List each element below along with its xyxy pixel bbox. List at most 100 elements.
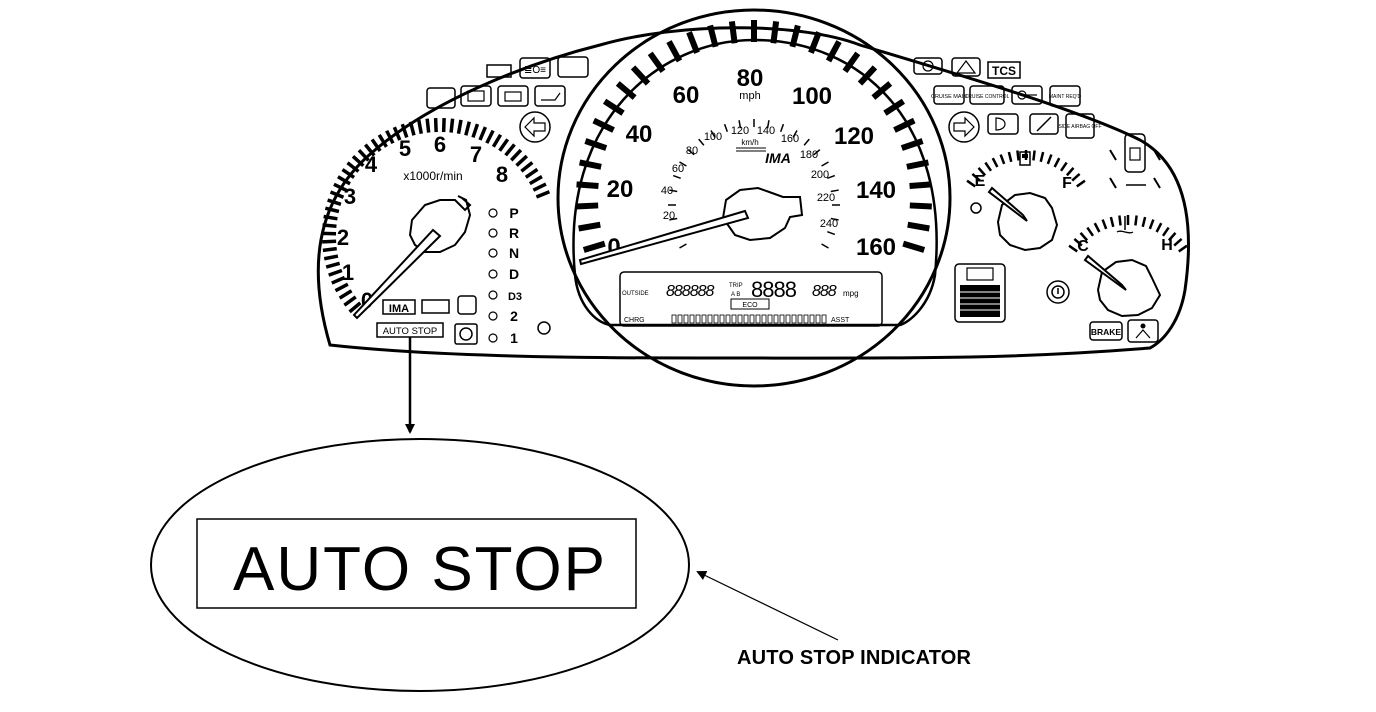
eco-indicator — [730, 298, 770, 310]
cruise-main-indicator: CRUISE MAIN — [931, 85, 967, 105]
tach-tick — [333, 182, 348, 192]
speedo-tick — [602, 98, 625, 116]
side-airbag-off-indicator: SIDE AIRBAG OFF — [1058, 113, 1102, 139]
speedo-tick — [582, 240, 606, 253]
tach-tick — [485, 129, 495, 144]
kmh-tick — [738, 120, 742, 129]
gear-indicator: P R N D D3 2 1 — [488, 205, 522, 346]
tach-tick — [524, 167, 539, 179]
tach-tick — [491, 133, 503, 148]
charge-assist-bar — [671, 314, 827, 324]
kmh-tick — [792, 130, 798, 138]
charge-bar-segment — [785, 314, 791, 324]
temp-tick — [1068, 244, 1078, 253]
kmh-tick — [803, 138, 810, 146]
speedo-mph-unit: mph — [739, 90, 760, 102]
charge-bar-segment — [803, 314, 809, 324]
tach-tick — [392, 126, 402, 141]
tach-tick — [478, 126, 488, 141]
speedo-kmh-20: 20 — [663, 210, 675, 222]
tach-number-8: 8 — [496, 162, 508, 187]
speedo-mph-120: 120 — [834, 123, 874, 150]
tach-tick — [327, 198, 342, 206]
charge-bar-segment — [737, 314, 743, 324]
svg-text:IMA: IMA — [765, 150, 791, 166]
speedo-tick — [770, 21, 780, 44]
charge-bar-segment — [755, 314, 761, 324]
enlarged-auto-stop-box — [196, 518, 637, 609]
fuel-tick — [1076, 179, 1086, 188]
speedo-mph-160: 160 — [856, 234, 896, 261]
outside-temp-label: OUTSIDE — [622, 291, 649, 297]
charge-label: CHRG — [624, 317, 645, 324]
tach-number-7: 7 — [470, 142, 482, 167]
charge-bar-segment — [695, 314, 701, 324]
enlarged-view-ellipse — [150, 438, 690, 692]
kmh-tick — [779, 123, 785, 132]
lamp-blank-2 — [557, 56, 589, 78]
fuel-tick — [966, 179, 976, 188]
svg-text:AUTO STOP: AUTO STOP — [383, 326, 438, 337]
temp-tick — [1109, 216, 1115, 228]
temp-tick — [1073, 238, 1083, 247]
speedo-kmh-240: 240 — [820, 218, 838, 230]
tach-number-2: 2 — [337, 225, 349, 250]
temp-tick — [1101, 219, 1108, 230]
assist-label: ASST — [831, 317, 850, 324]
tach-needle — [352, 228, 442, 320]
svg-text:CRUISE CONTROL: CRUISE CONTROL — [965, 94, 1010, 100]
kmh-tick — [679, 161, 687, 167]
tach-tick — [471, 123, 480, 138]
charge-bar-segment — [707, 314, 713, 324]
abs-icon — [913, 57, 943, 75]
tach-tick — [322, 223, 337, 229]
temp-needle — [1083, 254, 1127, 291]
speedo-kmh-220: 220 — [817, 192, 835, 204]
speedo-kmh-140: 140 — [757, 125, 775, 137]
speedo-kmh-80: 80 — [686, 145, 698, 157]
fuel-tick — [984, 161, 993, 172]
hazard-triangle-icon — [951, 57, 981, 77]
mpg-unit: mpg — [843, 289, 859, 298]
tach-tick — [343, 295, 357, 307]
charge-bar-segment — [773, 314, 779, 324]
tach-tick — [351, 154, 365, 168]
fuel-tick — [1007, 151, 1013, 163]
fuel-pump-icon — [1019, 151, 1031, 166]
trip-label: TRIP — [729, 283, 743, 289]
tach-number-4: 4 — [365, 152, 378, 177]
svg-text:MAINT REQ'D: MAINT REQ'D — [1049, 94, 1082, 100]
speedo-tick — [666, 40, 683, 63]
temp-tick — [1086, 226, 1095, 237]
tach-tick — [385, 129, 395, 145]
speedo-tick — [909, 202, 932, 210]
tach-tick — [328, 268, 343, 277]
charge-bar-segment — [815, 314, 821, 324]
kmh-tick — [687, 149, 695, 156]
tach-tick — [377, 133, 388, 148]
fuel-tick — [1071, 173, 1081, 182]
speedo-tick — [893, 117, 916, 133]
tach-number-1: 1 — [342, 260, 354, 285]
fuel-tick — [977, 167, 987, 177]
speedo-kmh-120: 120 — [731, 125, 749, 137]
kmh-tick — [821, 161, 829, 167]
temp-tick — [1134, 215, 1138, 226]
tach-tick — [532, 182, 547, 192]
fuel-tick — [1053, 157, 1061, 168]
charge-bar-segment — [797, 314, 803, 324]
speedo-tick — [857, 65, 878, 86]
speedo-tick — [871, 81, 893, 100]
lamp-blank-3 — [426, 87, 456, 109]
airbag-warning-icon — [1127, 319, 1159, 343]
door-open-icon — [1109, 133, 1161, 189]
kmh-tick — [698, 138, 705, 146]
charge-bar-segment — [701, 314, 707, 324]
speedo-mph-40: 40 — [626, 121, 653, 148]
tach-tick — [408, 121, 416, 136]
speedo-tick — [789, 24, 801, 48]
speedo-needle-hub — [721, 186, 804, 242]
indicator-lamp-square — [457, 295, 477, 315]
tachometer: 0 1 2 3 4 5 6 7 8 x1000r/min IMA AUTO ST… — [321, 118, 551, 345]
